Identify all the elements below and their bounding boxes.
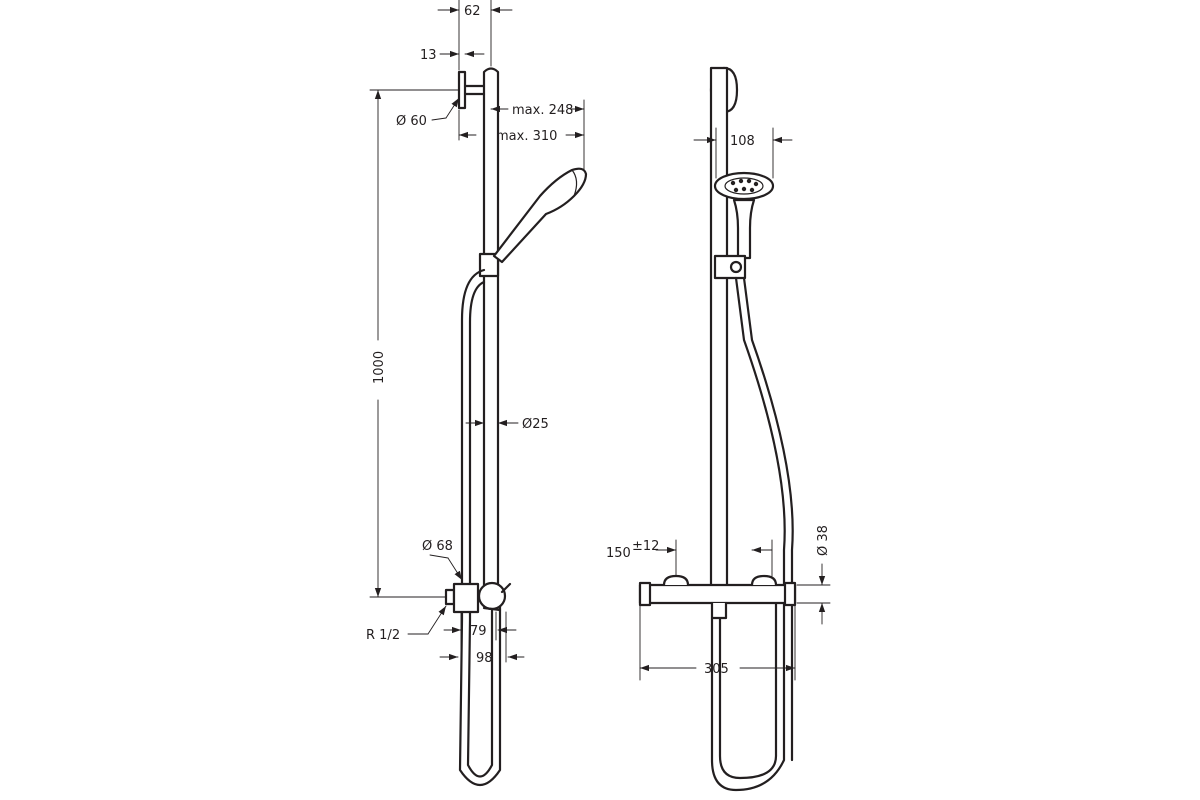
side-rail (482, 67, 500, 587)
side-hand-shower (492, 167, 588, 264)
front-dimensions: 108 150 ±12 Ø 38 305 (606, 127, 831, 681)
dim-13-label: 13 (420, 48, 437, 63)
dim-max310-label: max. 310 (496, 129, 557, 144)
dim-1000-label: 1000 (372, 351, 387, 384)
dim-108-label: 108 (730, 134, 755, 149)
dim-dia68-label: Ø 68 (422, 539, 453, 554)
front-thermostat-bar (638, 583, 797, 605)
dim-r12-arrow (427, 605, 447, 635)
side-thermostat-flange (444, 588, 456, 606)
dim-pm12-label: ±12 (632, 539, 659, 554)
dim-79-label: 79 (470, 624, 487, 639)
front-hose-lower (718, 598, 778, 780)
side-view (444, 67, 588, 787)
front-shower-face (724, 177, 764, 195)
dim-dia60-leader (431, 117, 447, 121)
dim-305-label: 305 (704, 662, 729, 677)
front-hose-inner (742, 276, 794, 762)
dim-98-label: 98 (476, 651, 493, 666)
dim-dia68-arrow (447, 557, 463, 581)
dim-dia68-leader (429, 554, 449, 559)
dim-max248-label: max. 248 (512, 103, 573, 118)
front-view (638, 66, 797, 792)
front-shower-nozzles (730, 178, 759, 193)
front-rail (709, 66, 729, 588)
dim-1000-ext (369, 89, 460, 598)
dim-108-ext (715, 127, 774, 179)
side-dimensions: 62 13 Ø 60 max. 248 max. 310 1000 Ø25 Ø … (366, 0, 585, 666)
side-bracket-arm (463, 84, 486, 96)
front-shower-head (713, 171, 775, 201)
side-thermostat-lever (482, 582, 512, 612)
side-hose-inner (466, 280, 494, 778)
front-thermostat-cap-left (638, 581, 652, 607)
dim-dia38-label: Ø 38 (816, 525, 831, 556)
side-hand-shower-face (571, 169, 578, 197)
dim-dia25-label: Ø25 (522, 417, 549, 432)
dim-r12-label: R 1/2 (366, 628, 400, 643)
dim-79-ext (460, 611, 497, 663)
dim-dia38-ext (796, 584, 831, 604)
dim-150-ext (675, 539, 773, 577)
front-shower-handle (732, 198, 756, 260)
dim-dia60-arrow (445, 97, 460, 119)
dim-dia60-label: Ø 60 (396, 114, 427, 129)
front-slider-knob (729, 260, 743, 274)
side-hose-outer (458, 268, 502, 787)
side-wall-bracket (457, 70, 467, 110)
front-hose-outer (710, 276, 786, 792)
side-thermostat-knob (477, 581, 507, 611)
dim-150-label: 150 (606, 546, 631, 561)
front-thermostat-outlet (710, 601, 728, 620)
front-thermostat-connectors (662, 574, 778, 587)
dim-62-label: 62 (464, 4, 481, 19)
side-thermostat-body (452, 582, 480, 614)
front-thermostat-cap-right (783, 581, 797, 607)
